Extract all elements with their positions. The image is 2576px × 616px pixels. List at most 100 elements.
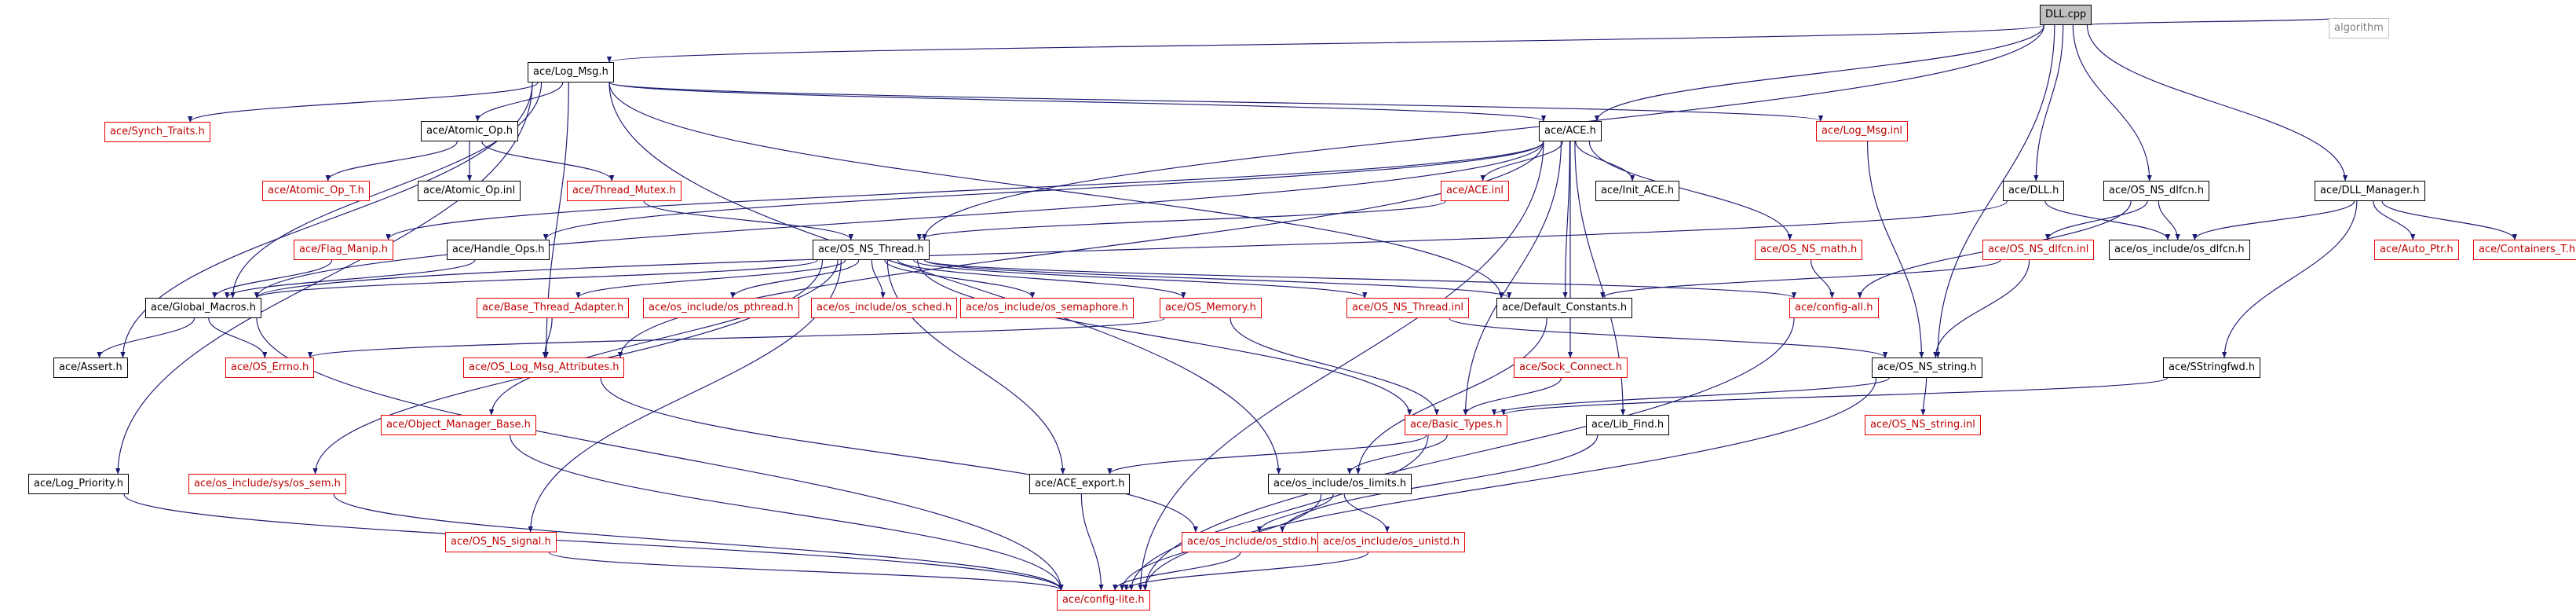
edge-basic-types-h-to-config-lite-h: [1128, 434, 1429, 591]
node-os-include-os-dlfcn-h[interactable]: ace/os_include/os_dlfcn.h: [2109, 240, 2250, 260]
edge-dll-manager-h-to-auto-ptr-h: [2373, 200, 2416, 240]
edge-os-memory-h-to-os-errno-h: [308, 317, 1165, 358]
edge-global-macros-h-to-config-lite-h: [256, 317, 1064, 591]
edge-ace-h-to-config-lite-h: [1138, 141, 1544, 591]
node-thread-mutex-h[interactable]: ace/Thread_Mutex.h: [567, 181, 681, 201]
edge-os-ns-thread-h-to-os-ns-thread-inl: [913, 259, 1368, 299]
edge-ace-h-to-global-macros-h: [254, 141, 1544, 299]
node-object-manager-base-h[interactable]: ace/Object_Manager_Base.h: [381, 415, 536, 435]
edge-os-unistd-h-to-config-lite-h: [1124, 552, 1369, 591]
node-base-thread-adapter-h[interactable]: ace/Base_Thread_Adapter.h: [477, 298, 630, 318]
edge-log-msg-h-to-atomic-op-h: [475, 82, 564, 122]
node-os-ns-math-h[interactable]: ace/OS_NS_math.h: [1755, 240, 1863, 260]
edge-log-msg-inl-to-os-ns-string-h: [1866, 141, 1924, 358]
edge-ace-h-to-basic-types-h: [1463, 141, 1562, 416]
edge-os-ns-dlfcn-h-to-os-ns-dlfcn-inl: [2044, 200, 2148, 240]
node-atomic-op-inl[interactable]: ace/Atomic_Op.inl: [418, 181, 521, 201]
edge-os-ns-thread-h-to-config-all-h: [923, 259, 1796, 299]
edge-object-manager-base-h-to-config-lite-h: [510, 434, 1064, 591]
edge-log-msg-h-to-os-limits-h: [608, 82, 1281, 475]
node-os-memory-h[interactable]: ace/OS_Memory.h: [1160, 298, 1262, 318]
node-basic-types-h[interactable]: ace/Basic_Types.h: [1405, 415, 1508, 435]
node-sys-os-sem-h[interactable]: ace/os_include/sys/os_sem.h: [188, 474, 346, 494]
edge-dll-manager-h-to-containers-t-h: [2381, 200, 2518, 240]
node-ace-inl[interactable]: ace/ACE.inl: [1441, 181, 1510, 201]
edge-os-ns-string-h-to-config-lite-h: [1142, 377, 1877, 591]
edge-log-msg-h-to-log-msg-inl: [608, 82, 1823, 122]
node-os-sched-h[interactable]: ace/os_include/os_sched.h: [811, 298, 958, 318]
node-os-ns-string-h[interactable]: ace/OS_NS_string.h: [1872, 358, 1982, 378]
edge-ace-inl-to-os-ns-thread-h: [916, 200, 1446, 240]
node-sstringfwd-h[interactable]: ace/SStringfwd.h: [2163, 358, 2261, 378]
node-assert-h[interactable]: ace/Assert.h: [53, 358, 128, 378]
node-os-ns-thread-inl[interactable]: ace/OS_NS_Thread.inl: [1346, 298, 1470, 318]
edge-dll-cpp-to-os-ns-string-h: [1935, 24, 2055, 358]
node-os-ns-dlfcn-h[interactable]: ace/OS_NS_dlfcn.h: [2103, 181, 2210, 201]
edge-os-ns-thread-h-to-default-constants-h: [923, 259, 1512, 299]
node-auto-ptr-h[interactable]: ace/Auto_Ptr.h: [2374, 240, 2459, 260]
edge-os-ns-thread-h-to-os-sched-h: [871, 259, 886, 299]
node-lib-find-h[interactable]: ace/Lib_Find.h: [1586, 415, 1670, 435]
node-log-msg-h[interactable]: ace/Log_Msg.h: [528, 62, 614, 82]
node-global-macros-h[interactable]: ace/Global_Macros.h: [145, 298, 261, 318]
node-os-semaphore-h[interactable]: ace/os_include/os_semaphore.h: [960, 298, 1134, 318]
edge-log-msg-h-to-log-priority-h: [115, 82, 533, 475]
edge-ace-export-h-to-config-lite-h: [1080, 493, 1104, 591]
node-synch-traits-h[interactable]: ace/Synch_Traits.h: [104, 122, 210, 142]
node-handle-ops-h[interactable]: ace/Handle_Ops.h: [447, 240, 550, 260]
edge-ace-h-to-default-constants-h: [1562, 141, 1571, 299]
edge-basic-types-h-to-ace-export-h: [1107, 434, 1427, 475]
node-default-constants-h[interactable]: ace/Default_Constants.h: [1496, 298, 1633, 318]
node-os-pthread-h[interactable]: ace/os_include/os_pthread.h: [643, 298, 799, 318]
edge-dll-cpp-to-os-ns-dlfcn-h: [2072, 24, 2152, 182]
edge-sys-os-sem-h-to-config-lite-h: [333, 493, 1064, 591]
node-os-ns-string-inl[interactable]: ace/OS_NS_string.inl: [1865, 415, 1981, 435]
node-ace-h[interactable]: ace/ACE.h: [1539, 121, 1602, 141]
node-log-msg-inl[interactable]: ace/Log_Msg.inl: [1816, 121, 1909, 141]
node-config-lite-h[interactable]: ace/config-lite.h: [1057, 590, 1150, 610]
edge-atomic-op-h-to-thread-mutex-h: [481, 141, 615, 182]
edge-dll-cpp-to-ace-h: [1594, 24, 2045, 122]
edge-os-ns-math-h-to-config-all-h: [1810, 259, 1835, 299]
node-dll-h[interactable]: ace/DLL.h: [2003, 181, 2065, 201]
node-os-ns-signal-h[interactable]: ace/OS_NS_signal.h: [445, 532, 557, 552]
edge-os-ns-string-h-to-basic-types-h: [1491, 377, 1890, 416]
node-os-ns-dlfcn-inl[interactable]: ace/OS_NS_dlfcn.inl: [1982, 240, 2095, 260]
edge-atomic-op-h-to-atomic-op-t-h: [325, 141, 458, 182]
node-config-all-h[interactable]: ace/config-all.h: [1789, 298, 1879, 318]
node-os-errno-h[interactable]: ace/OS_Errno.h: [225, 358, 315, 378]
node-flag-manip-h[interactable]: ace/Flag_Manip.h: [294, 240, 393, 260]
edge-os-stdio-h-to-config-lite-h: [1113, 552, 1241, 591]
edge-os-ns-string-h-to-os-ns-string-inl: [1920, 377, 1927, 416]
edge-dll-manager-h-to-os-include-os-dlfcn-h: [2192, 200, 2355, 240]
node-atomic-op-t-h[interactable]: ace/Atomic_Op_T.h: [262, 181, 370, 201]
node-os-unistd-h[interactable]: ace/os_include/os_unistd.h: [1317, 532, 1466, 552]
node-os-limits-h[interactable]: ace/os_include/os_limits.h: [1268, 474, 1412, 494]
node-os-stdio-h[interactable]: ace/os_include/os_stdio.h: [1182, 532, 1323, 552]
edge-os-log-msg-attributes-h-to-os-stdio-h: [600, 377, 1198, 533]
node-os-ns-thread-h[interactable]: ace/OS_NS_Thread.h: [813, 240, 930, 260]
node-atomic-op-h[interactable]: ace/Atomic_Op.h: [421, 121, 518, 141]
edge-os-limits-h-to-os-unistd-h: [1343, 493, 1390, 533]
node-algorithm[interactable]: algorithm: [2329, 18, 2389, 38]
node-init-ace-h[interactable]: ace/Init_ACE.h: [1595, 181, 1680, 201]
edge-dll-h-to-global-macros-h: [254, 200, 2008, 299]
edge-os-limits-h-to-os-stdio-h: [1256, 493, 1334, 533]
edge-global-macros-h-to-os-errno-h: [208, 317, 268, 358]
node-ace-export-h[interactable]: ace/ACE_export.h: [1029, 474, 1131, 494]
edge-ace-h-to-os-ns-math-h: [1588, 141, 1792, 240]
node-sock-connect-h[interactable]: ace/Sock_Connect.h: [1514, 358, 1628, 378]
node-os-log-msg-attributes-h[interactable]: ace/OS_Log_Msg_Attributes.h: [463, 358, 625, 378]
edge-ace-h-to-flag-manip-h: [385, 141, 1544, 240]
node-containers-t-h[interactable]: ace/Containers_T.h: [2473, 240, 2576, 260]
edge-ace-h-to-ace-inl: [1480, 141, 1563, 182]
node-log-priority-h[interactable]: ace/Log_Priority.h: [28, 474, 129, 494]
node-dll-cpp[interactable]: DLL.cpp: [2040, 5, 2092, 25]
edge-os-ns-thread-h-to-global-macros-h: [254, 259, 818, 299]
edge-os-ns-thread-h-to-os-semaphore-h: [884, 259, 1036, 299]
edge-basic-types-h-to-os-limits-h: [1346, 434, 1448, 475]
node-dll-manager-h[interactable]: ace/DLL_Manager.h: [2315, 181, 2425, 201]
edge-ace-h-to-os-log-msg-attributes-h: [617, 141, 1544, 358]
edge-handle-ops-h-to-global-macros-h: [224, 259, 476, 299]
